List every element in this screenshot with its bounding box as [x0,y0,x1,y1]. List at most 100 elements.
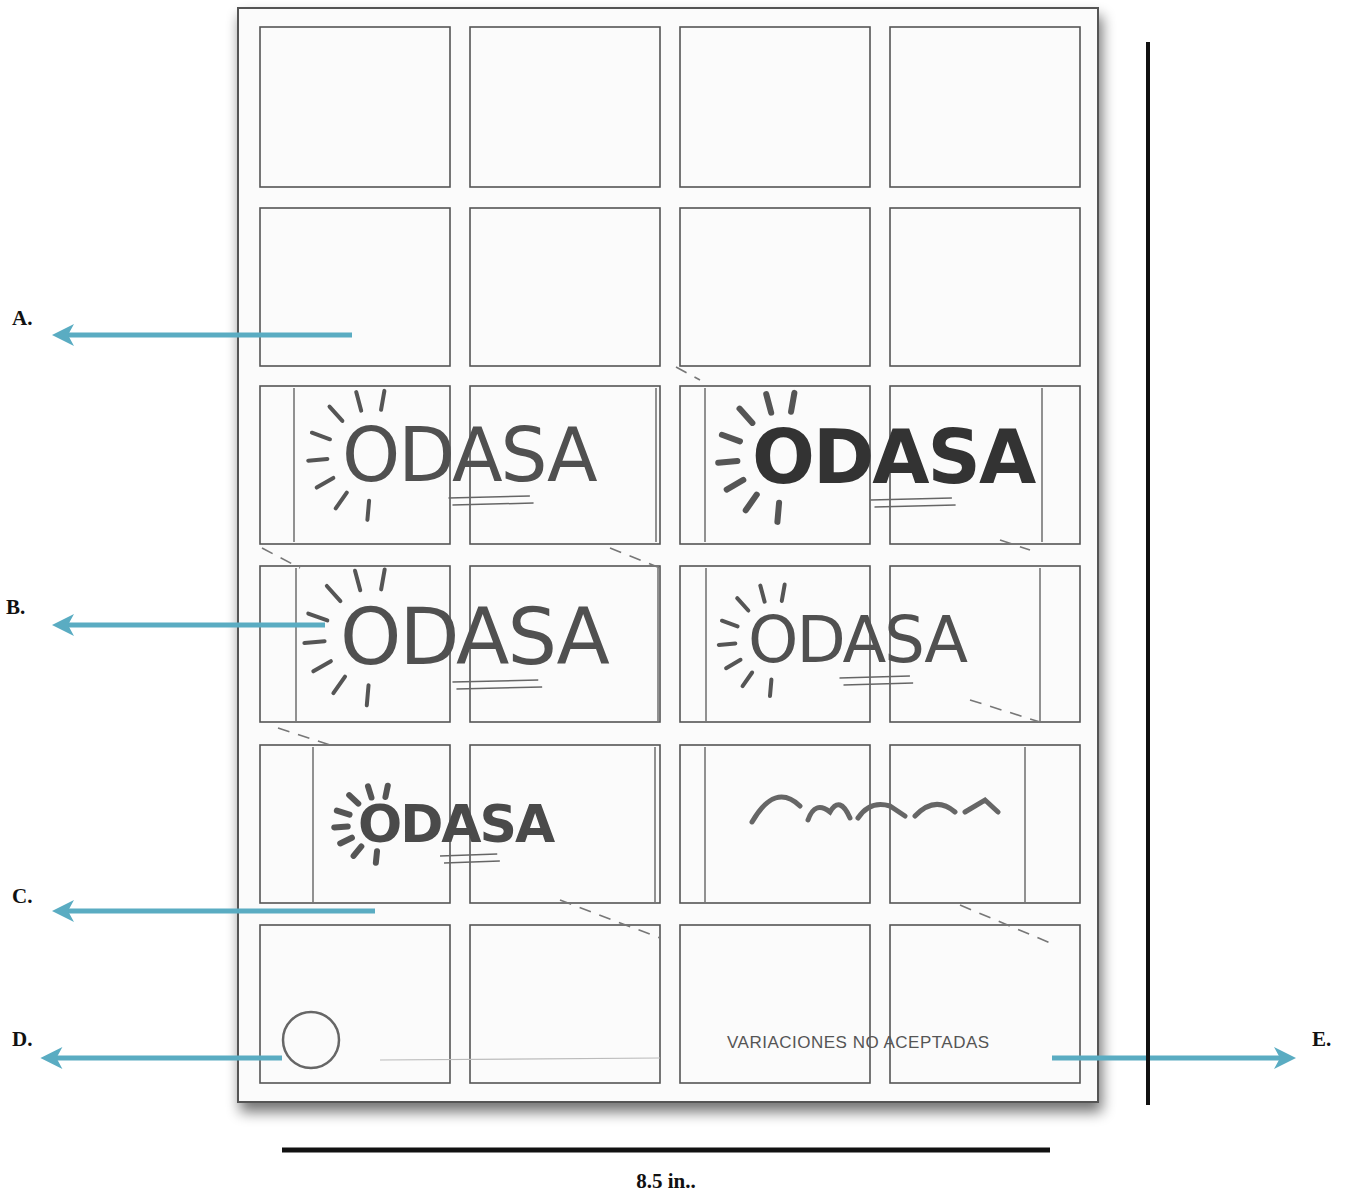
sun-ray [740,409,753,423]
sun-ray [308,614,327,621]
guide-dash [676,367,700,380]
sun-ray [333,677,345,694]
underline-stroke [452,680,538,682]
callout-arrow-line [66,333,352,338]
frame-stroke [655,388,657,542]
thumbnail-square [890,925,1080,1083]
underline-stroke [871,498,952,500]
guide-dash [970,700,1040,722]
sun-ray [368,786,371,797]
sun-ray [743,673,753,687]
callout-arrow-line [1052,1056,1282,1061]
thumbnail-square [890,745,1080,903]
thumbnail-square [890,27,1080,187]
sun-ray [777,503,779,522]
sun-ray [304,641,324,643]
sun-ray [327,586,341,601]
frame-stroke [1039,568,1041,722]
sun-ray [760,586,764,602]
height-dimension-line [1146,42,1150,1105]
callout-letter: C. [12,886,32,907]
underline-stroke [440,854,497,856]
frame-stroke [704,747,706,902]
thumbnail-square [680,27,870,187]
sun-ray [367,501,369,520]
guide-dash [960,905,1055,945]
sun-ray [317,478,334,488]
callout-letter: D. [12,1029,32,1050]
paper-sheet [238,8,1098,1102]
sun-ray [334,826,347,827]
sun-ray [376,851,377,862]
underline-stroke [444,861,500,863]
underline-stroke [452,503,533,505]
frame-stroke [1041,388,1043,542]
arrowhead [52,900,74,922]
underline-stroke [875,505,956,507]
logo-sketch-text: ODASA [358,798,553,850]
underline-stroke [844,683,914,685]
guide-dash [560,900,660,938]
frame-stroke [312,747,314,902]
underline-stroke [840,676,910,678]
frame-stroke [1024,747,1026,902]
sun-ray [312,433,330,440]
sun-ray [722,435,740,442]
sun-ray [726,660,740,668]
logo-sketch-text: ODASA [752,420,1034,494]
sun-ray [337,811,350,815]
handwritten-note: VARIACIONES NO ACEPTADAS [727,1034,990,1051]
distorted-logo-sketch [752,797,998,822]
sun-ray [746,495,757,511]
sun-ray [330,407,343,421]
sun-ray [766,394,771,413]
callout-letter: A. [12,308,32,329]
sun-ray [336,493,347,509]
sketch-circle [283,1012,339,1068]
sun-ray [313,661,331,671]
guide-dash [278,728,330,745]
thumbnail-square [260,27,450,187]
thumbnail-square [680,925,870,1083]
frame-stroke [293,388,295,542]
sun-ray [782,585,785,601]
frame-stroke [657,568,659,722]
callout-letter: E. [1312,1029,1331,1050]
sun-ray [385,786,387,797]
thumbnail-square [890,208,1080,366]
sun-ray [737,598,748,610]
callout-arrow-line [66,909,375,914]
thumbnail-square [680,745,870,903]
sun-ray [349,795,358,804]
logo-sketch-text: ODASA [340,598,608,676]
callout-arrow-line [66,623,325,628]
thumbnail-square [680,208,870,366]
logo-sketch-text: ODASA [342,418,596,492]
arrowhead [40,1047,62,1069]
width-dimension-line [282,1148,1050,1153]
logo-sketches [262,367,1055,945]
sun-ray [381,391,384,410]
frame-stroke [705,568,707,722]
underline-stroke [456,687,542,689]
frame-stroke [295,568,297,722]
sun-ray [355,571,360,591]
sun-ray [719,643,736,644]
sun-ray [718,461,737,463]
frame-stroke [654,747,656,902]
guide-dash [610,548,660,568]
sun-ray [727,480,744,490]
sun-ray [770,680,771,697]
arrowhead [52,614,74,636]
sun-ray [367,685,369,705]
sun-ray [356,392,361,411]
sun-ray [381,569,385,589]
thumbnail-grid [260,27,1080,1083]
arrowhead [1274,1047,1296,1069]
frame-stroke [704,388,706,542]
callout-arrow-line [54,1056,282,1061]
sun-ray [791,393,794,412]
underline-stroke [448,496,529,498]
